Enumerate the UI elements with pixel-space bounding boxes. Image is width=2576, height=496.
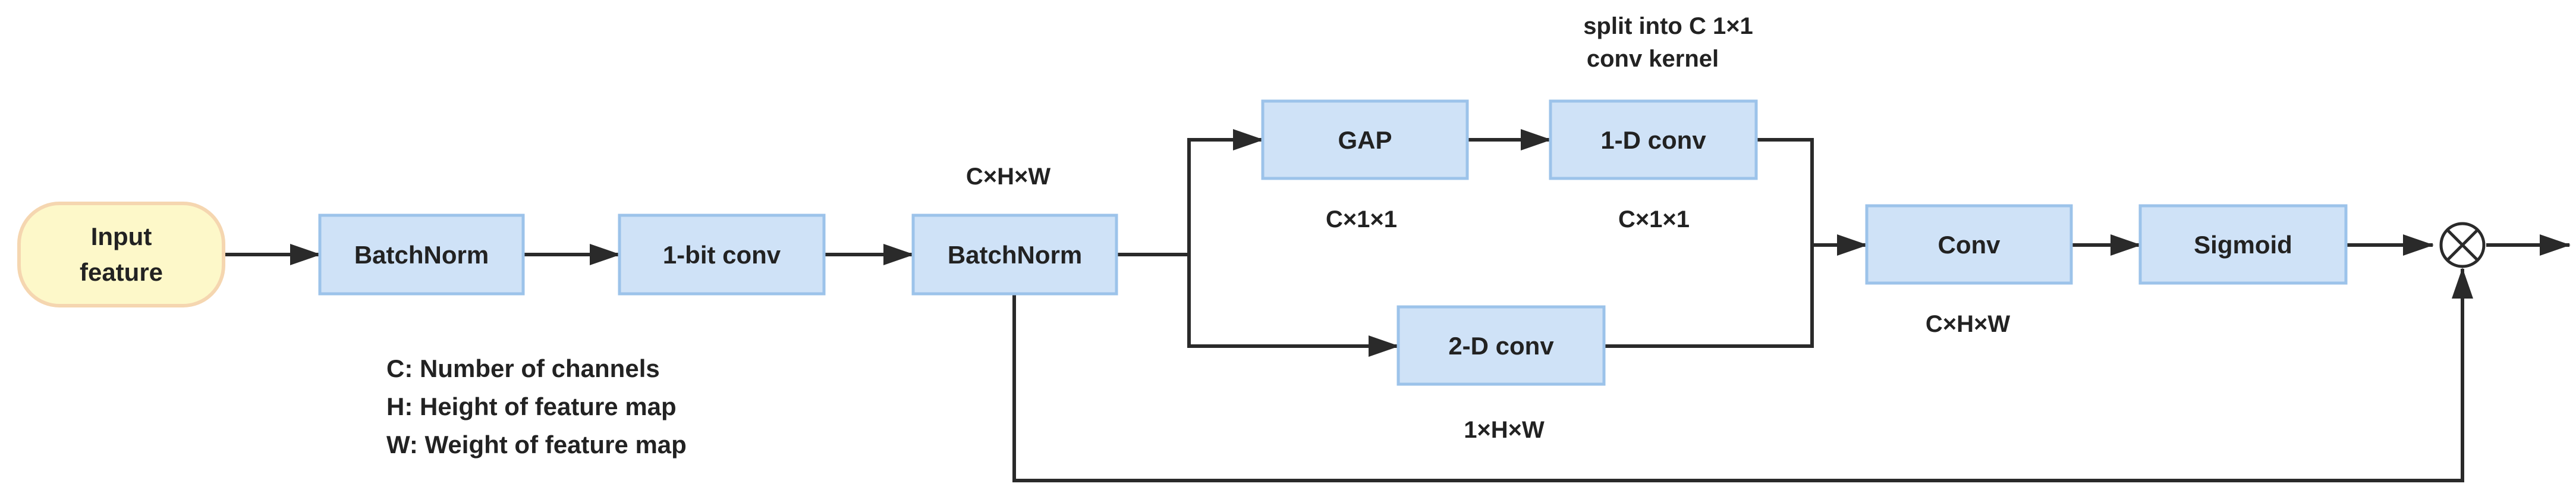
conv-label: Conv	[1938, 231, 2001, 259]
batchnorm-2-node: BatchNorm	[911, 214, 1118, 296]
two-d-conv-dim-label: 1×H×W	[1464, 417, 1545, 443]
one-d-conv-label: 1-D conv	[1600, 126, 1706, 154]
gap-label: GAP	[1338, 126, 1392, 154]
line-2d-conv-to-merge	[1604, 245, 1814, 348]
conv-node: Conv	[1865, 204, 2073, 285]
split-note-line-2: conv kernel	[1587, 46, 1719, 72]
multiply-operator	[2439, 222, 2486, 268]
two-d-conv-node: 2-D conv	[1396, 305, 1606, 386]
legend-item-w: W: Weight of feature map	[386, 431, 687, 459]
connectors	[224, 129, 2571, 482]
multiply-cross-2	[2446, 229, 2479, 261]
arrow-skip-to-multiply	[1012, 268, 2473, 482]
sigmoid-label: Sigmoid	[2194, 231, 2292, 259]
legend: C: Number of channels H: Height of featu…	[386, 354, 687, 459]
two-d-conv-label: 2-D conv	[1448, 332, 1554, 360]
input-feature-label-line-1: Input	[91, 222, 152, 250]
one-bit-conv-node: 1-bit conv	[618, 214, 826, 296]
batchnorm-1-label: BatchNorm	[354, 241, 489, 269]
gap-node: GAP	[1261, 99, 1469, 180]
batchnorm-2-label: BatchNorm	[948, 241, 1082, 269]
one-d-conv-dim-label: C×1×1	[1618, 206, 1690, 233]
legend-item-c: C: Number of channels	[386, 354, 660, 382]
arrow-split-to-gap	[1187, 129, 1264, 255]
conv-dim-label: C×H×W	[1926, 311, 2010, 337]
legend-item-h: H: Height of feature map	[386, 393, 677, 420]
split-note-line-1: split into C 1×1	[1583, 13, 1753, 39]
one-d-conv-node: 1-D conv	[1549, 99, 1758, 180]
sigmoid-node: Sigmoid	[2138, 204, 2348, 285]
input-feature-node: Input feature	[17, 202, 225, 307]
line-1d-conv-to-merge	[1756, 138, 1814, 245]
batchnorm-2-dim-label: C×H×W	[966, 164, 1050, 190]
one-bit-conv-label: 1-bit conv	[663, 241, 781, 269]
input-feature-label-line-2: feature	[80, 258, 163, 286]
batchnorm-1-node: BatchNorm	[318, 214, 525, 296]
arrow-split-to-2d-conv	[1187, 255, 1399, 357]
gap-dim-label: C×1×1	[1326, 206, 1397, 233]
